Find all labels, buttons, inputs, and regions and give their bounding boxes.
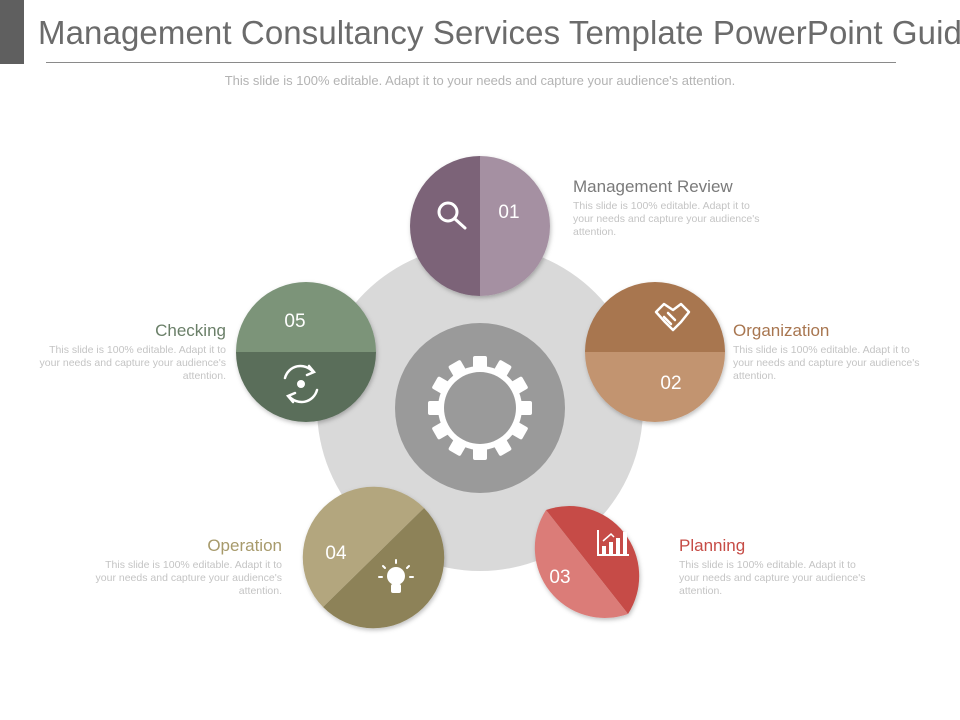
step-05-title: Checking [155,321,226,340]
step-01-node [410,156,550,296]
page-subtitle: This slide is 100% editable. Adapt it to… [224,73,736,88]
step-05-number: 05 [284,311,305,332]
step-04-number: 04 [325,543,347,564]
step-04-segment-dark [323,508,445,629]
step-03-segment-light [534,510,628,618]
step-03-number: 03 [549,567,570,588]
magnifier-icon [437,201,467,230]
bar-chart-icon [597,530,629,556]
step-01-segment-dark [410,156,480,296]
title-accent-bar [0,0,24,64]
title-divider [46,62,896,63]
step-05-segment-light [236,282,376,352]
step-04-label: Operation This slide is 100% editable. A… [72,536,282,598]
step-03-segment-dark [546,506,640,614]
step-01-label: Management Review This slide is 100% edi… [573,177,783,239]
step-05-node [236,282,376,422]
step-03-description: This slide is 100% editable. Adapt it to… [679,559,866,597]
step-04-node [302,486,445,629]
refresh-gear-icon [283,364,319,404]
step-04-segment-light [302,486,424,607]
handshake-icon [654,302,691,332]
lightbulb-icon [378,559,414,593]
step-02-label: Organization This slide is 100% editable… [733,321,943,383]
step-03-title: Planning [679,536,746,555]
step-02-number: 02 [660,373,681,394]
step-02-node [585,282,725,422]
step-05-label: Checking This slide is 100% editable. Ad… [16,321,226,383]
step-05-description: This slide is 100% editable. Adapt it to… [39,344,226,382]
step-03-label: Planning This slide is 100% editable. Ad… [679,536,889,598]
page-title: Management Consultancy Services Template… [38,14,960,51]
gear-icon [428,356,532,460]
step-01-segment-light [480,156,550,296]
step-02-segment-light [585,352,725,422]
step-04-title: Operation [207,536,282,555]
step-01-number: 01 [498,202,519,223]
step-05-segment-dark [236,352,376,422]
step-02-title: Organization [733,321,830,340]
step-04-description: This slide is 100% editable. Adapt it to… [95,559,282,597]
step-01-title: Management Review [573,177,733,196]
step-03-node [534,506,640,618]
step-02-description: This slide is 100% editable. Adapt it to… [733,344,920,382]
step-02-segment-dark [585,282,725,352]
step-01-description: This slide is 100% editable. Adapt it to… [573,200,760,238]
